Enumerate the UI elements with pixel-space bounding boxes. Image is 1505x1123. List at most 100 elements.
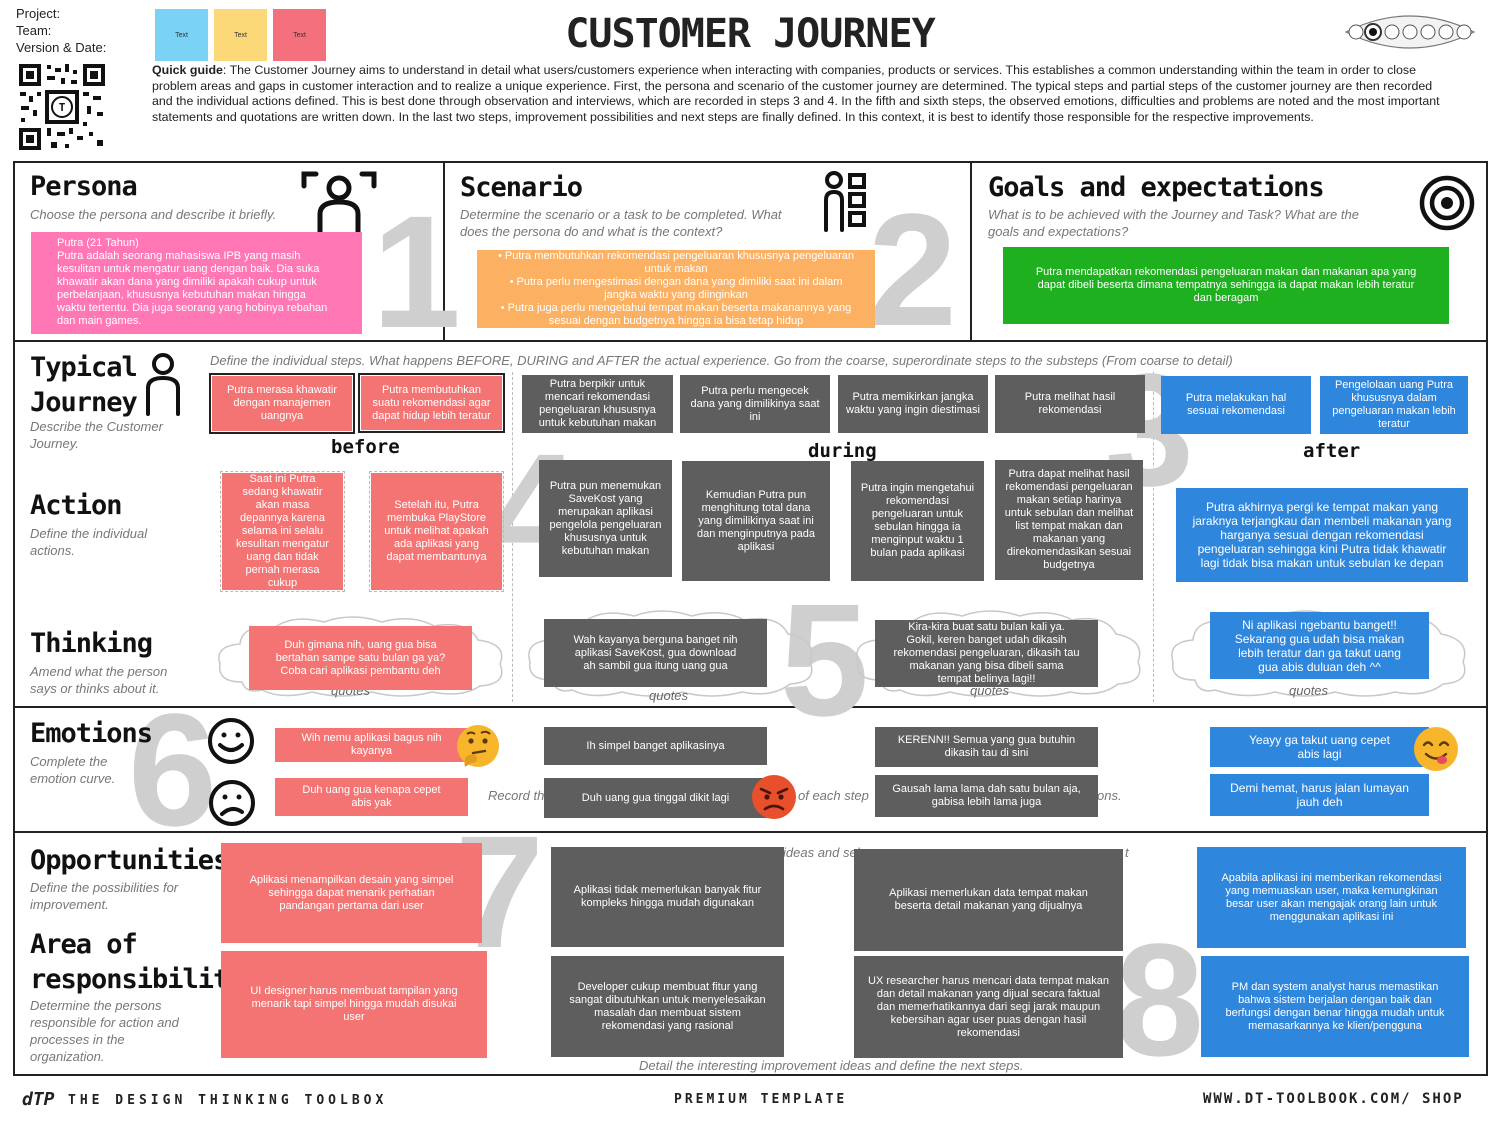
journey-title: Typical Journey bbox=[30, 352, 138, 418]
phase-divider-2 bbox=[1153, 372, 1154, 702]
divider-persona-scenario bbox=[443, 161, 445, 342]
opportunities-frame bbox=[13, 831, 1488, 1076]
version-label: Version & Date: bbox=[16, 40, 107, 55]
emotions-instruction-left: Record th bbox=[488, 788, 545, 803]
thinking-note-1: Duh gimana nih, uang gua bisa bertahan s… bbox=[249, 626, 472, 690]
quick-guide: Quick guide: The Customer Journey aims t… bbox=[152, 63, 1442, 125]
footer-center: PREMIUM TEMPLATE bbox=[674, 1092, 848, 1107]
sticky-note-yellow: Text bbox=[214, 9, 267, 61]
scenario-hint: Determine the scenario or a task to be c… bbox=[460, 207, 782, 239]
scenario-icon bbox=[822, 170, 870, 234]
responsibility-note-1: UI designer harus membuat tampilan yang … bbox=[221, 951, 487, 1058]
person-icon bbox=[143, 352, 183, 416]
thinking-face-icon bbox=[455, 723, 501, 769]
emotions-hint: Complete the emotion curve. bbox=[30, 754, 116, 786]
thinking-note-4: Ni aplikasi ngebantu banget!! Sekarang g… bbox=[1210, 612, 1429, 679]
scenario-note: • Putra membutuhkan rekomendasi pengelua… bbox=[477, 250, 875, 328]
responsibility-instruction: Detail the interesting improvement ideas… bbox=[639, 1058, 1024, 1073]
persona-hint: Choose the persona and describe it brief… bbox=[30, 207, 277, 222]
responsibility-hint: Determine the persons responsible for ac… bbox=[30, 998, 179, 1064]
journey-step-1: Putra merasa khawatir dengan manajemen u… bbox=[209, 373, 355, 434]
emotion-negative-2: Duh uang gua tinggal dikit lagi bbox=[544, 778, 767, 818]
footer-logo: dTP bbox=[22, 1089, 55, 1110]
opportunities-hint: Define the possibilities for improvement… bbox=[30, 880, 179, 912]
footer-brand: THE DESIGN THINKING TOOLBOX bbox=[68, 1093, 388, 1108]
yum-face-icon bbox=[1412, 725, 1460, 773]
qr-code-icon: T bbox=[17, 62, 107, 152]
sticky-note-red: Text bbox=[273, 9, 326, 61]
action-note-6: Putra dapat melihat hasil rekomendasi pe… bbox=[995, 460, 1143, 580]
journey-step-6: Putra melihat hasil rekomendasi bbox=[995, 375, 1145, 433]
step-number-6: 6 bbox=[128, 680, 217, 859]
emotion-positive-1: Wih nemu aplikasi bagus nih kayanya bbox=[275, 728, 468, 762]
phase-after: after bbox=[1303, 440, 1361, 462]
thought-cloud-1 bbox=[212, 612, 512, 702]
action-note-2: Setelah itu, Putra membuka PlayStore unt… bbox=[369, 471, 504, 592]
thinking-note-3: Kira-kira buat satu bulan kali ya. Gokil… bbox=[875, 620, 1098, 687]
persona-icon bbox=[300, 170, 378, 237]
step-number-5: 5 bbox=[780, 570, 869, 749]
emotion-negative-1: Duh uang gua kenapa cepet abis yak bbox=[275, 778, 468, 816]
action-title: Action bbox=[30, 490, 123, 521]
journey-instruction: Define the individual steps. What happen… bbox=[210, 353, 1233, 368]
action-note-4: Kemudian Putra pun menghitung total dana… bbox=[682, 461, 830, 581]
step-number-2: 2 bbox=[868, 180, 957, 359]
angry-face-icon bbox=[750, 773, 798, 821]
responsibility-note-2: Developer cukup membuat fitur yang sanga… bbox=[551, 956, 784, 1057]
team-label: Team: bbox=[16, 23, 52, 38]
phase-during: during bbox=[808, 440, 877, 462]
responsibility-note-3: UX researcher harus mencari data tempat … bbox=[854, 956, 1123, 1058]
journey-circles-icon bbox=[1340, 10, 1480, 54]
svg-text:T: T bbox=[59, 101, 66, 114]
journey-step-7: Putra melakukan hal sesuai rekomendasi bbox=[1161, 376, 1311, 434]
quick-guide-label: Quick guide bbox=[152, 63, 223, 77]
phase-before: before bbox=[331, 436, 400, 458]
page-title: CUSTOMER JOURNEY bbox=[565, 11, 935, 57]
journey-step-3: Putra berpikir untuk mencari rekomendasi… bbox=[522, 375, 673, 433]
phase-divider-1 bbox=[512, 372, 513, 702]
emotions-instruction-right: ons. bbox=[1097, 788, 1122, 803]
responsibility-note-4: PM dan system analyst harus memastikan b… bbox=[1201, 956, 1469, 1057]
quotes-label-4: quotes bbox=[1289, 683, 1329, 698]
thinking-title: Thinking bbox=[30, 628, 153, 659]
goals-hint: What is to be achieved with the Journey … bbox=[988, 207, 1359, 239]
opportunities-title: Opportunities bbox=[30, 845, 229, 876]
journey-hint: Describe the Customer Journey. bbox=[30, 419, 163, 451]
action-hint: Define the individual actions. bbox=[30, 526, 148, 558]
journey-step-4: Putra perlu mengecek dana yang dimilikin… bbox=[680, 375, 830, 433]
opportunity-note-4: Apabila aplikasi ini memberikan rekomend… bbox=[1197, 847, 1466, 948]
happy-face-icon bbox=[205, 716, 257, 766]
action-note-7: Putra akhirnya pergi ke tempat makan yan… bbox=[1176, 488, 1468, 582]
emotion-negative-3: Gausah lama lama dah satu bulan aja, gab… bbox=[875, 775, 1098, 817]
goals-title: Goals and expectations bbox=[988, 172, 1325, 203]
emotion-positive-4: Yeayy ga takut uang cepet abis lagi bbox=[1210, 727, 1429, 767]
goals-note: Putra mendapatkan rekomendasi pengeluara… bbox=[1003, 247, 1449, 324]
target-icon bbox=[1417, 173, 1477, 233]
step-number-1: 1 bbox=[372, 182, 461, 361]
emotions-instruction-mid: of each step bbox=[798, 788, 869, 803]
opportunity-note-2: Aplikasi tidak memerlukan banyak fitur k… bbox=[551, 847, 784, 947]
scenario-title: Scenario bbox=[460, 172, 583, 203]
footer-url[interactable]: WWW.DT-TOOLBOOK.COM/ SHOP bbox=[1203, 1091, 1464, 1107]
journey-step-8: Pengelolaan uang Putra khususnya dalam p… bbox=[1320, 376, 1468, 434]
step-number-8: 8 bbox=[1115, 910, 1204, 1089]
thought-cloud-4 bbox=[1165, 606, 1475, 702]
quotes-label-2: quotes bbox=[649, 688, 689, 703]
persona-note: Putra (21 Tahun) Putra adalah seorang ma… bbox=[31, 232, 362, 334]
journey-step-2: Putra membutuhkan suatu rekomendasi agar… bbox=[358, 373, 505, 433]
quick-guide-text: : The Customer Journey aims to understan… bbox=[152, 63, 1440, 124]
divider-scenario-goals bbox=[970, 161, 972, 342]
opportunities-instruction: ideas and sel bbox=[783, 845, 860, 860]
sad-face-icon bbox=[206, 778, 258, 828]
emotion-negative-4: Demi hemat, harus jalan lumayan jauh deh bbox=[1210, 774, 1429, 816]
emotions-title: Emotions bbox=[30, 718, 153, 749]
journey-step-5: Putra memikirkan jangka waktu yang ingin… bbox=[838, 375, 988, 433]
opportunity-note-1: Aplikasi menampilkan desain yang simpel … bbox=[221, 843, 482, 943]
thinking-note-2: Wah kayanya berguna banget nih aplikasi … bbox=[544, 619, 767, 687]
opportunities-instruction-tail: t bbox=[1125, 845, 1129, 860]
opportunity-note-3: Aplikasi memerlukan data tempat makan be… bbox=[854, 849, 1123, 951]
emotion-positive-2: Ih simpel banget aplikasinya bbox=[544, 727, 767, 765]
action-note-3: Putra pun menemukan SaveKost yang merupa… bbox=[539, 460, 672, 577]
action-note-5: Putra ingin mengetahui rekomendasi penge… bbox=[851, 461, 984, 581]
responsibility-title: Area of responsibility bbox=[30, 929, 245, 995]
